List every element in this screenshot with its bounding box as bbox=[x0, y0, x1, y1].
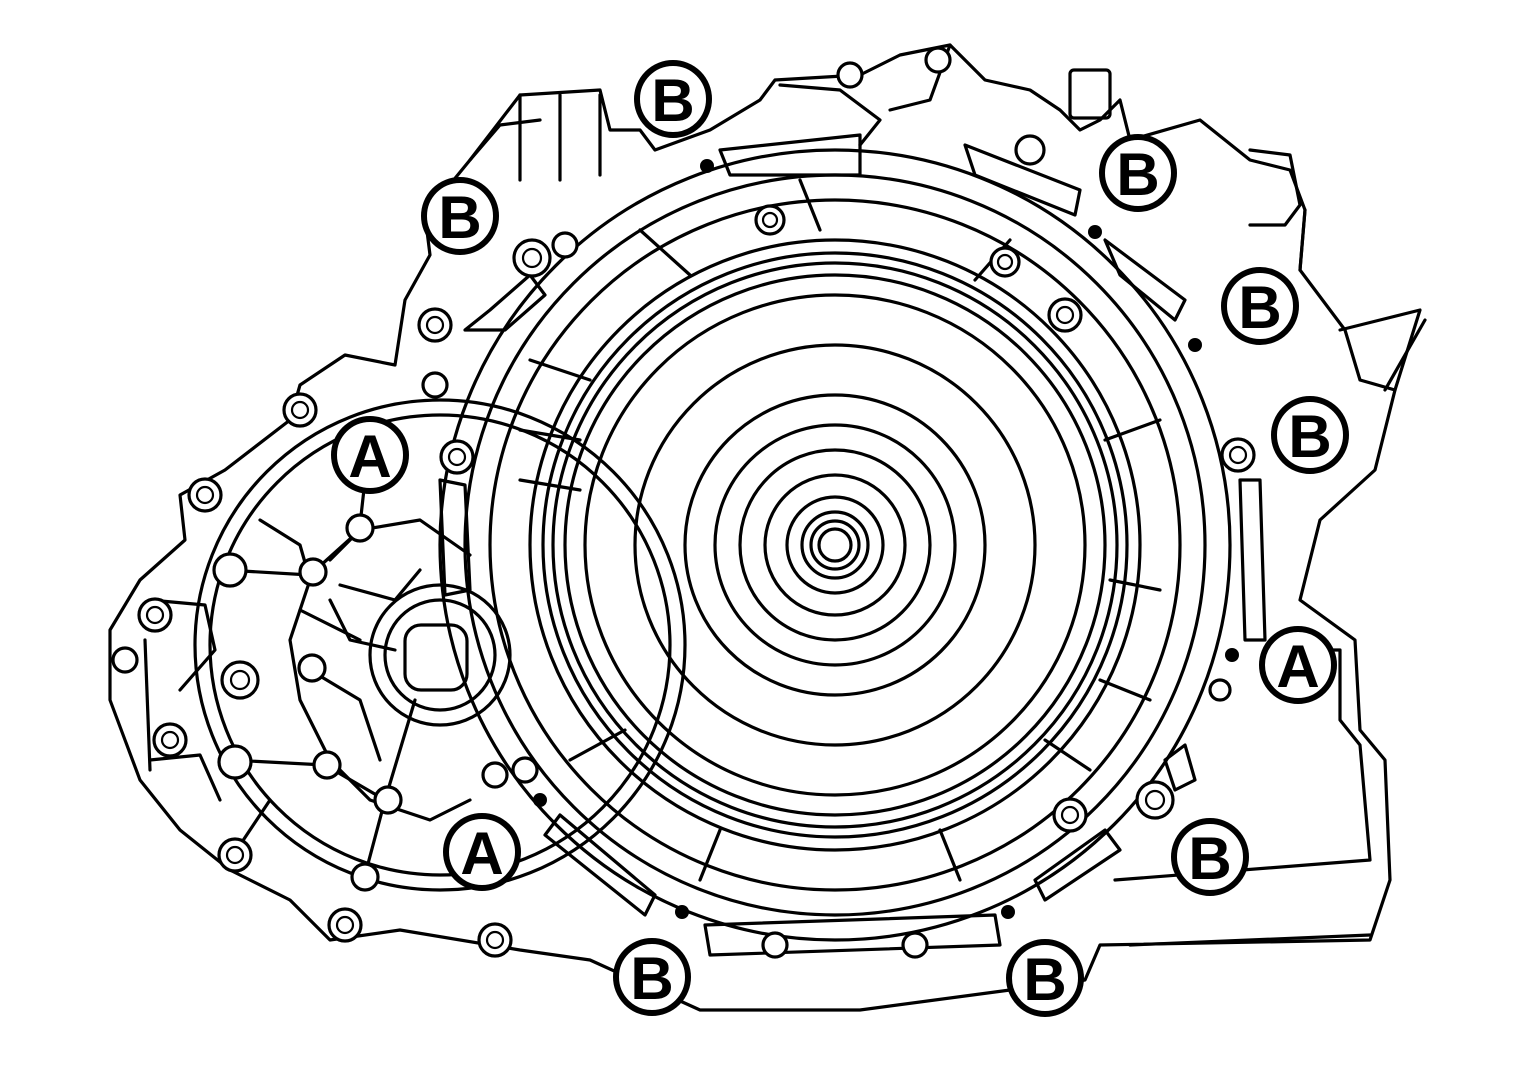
bellhousing-flange bbox=[438, 133, 1267, 957]
callout-a-left: A bbox=[331, 416, 409, 494]
callout-label: B bbox=[630, 945, 673, 1012]
callout-b-upper-left: B bbox=[421, 177, 499, 255]
cover-rib-nodes bbox=[212, 513, 403, 892]
callout-label: B bbox=[651, 67, 694, 134]
callout-b-bottom-right: B bbox=[1006, 939, 1084, 1017]
bolt-heads bbox=[439, 159, 1256, 919]
callout-label: B bbox=[1023, 946, 1066, 1013]
callout-b-right-upper: B bbox=[1221, 267, 1299, 345]
callout-b-top-center: B bbox=[634, 60, 712, 138]
callout-label: B bbox=[1238, 274, 1281, 341]
callout-b-bottom-left: B bbox=[613, 938, 691, 1016]
callout-b-lower-right: B bbox=[1171, 818, 1249, 896]
torque-converter bbox=[528, 238, 1142, 852]
callout-label: B bbox=[438, 184, 481, 251]
inner-ribs bbox=[518, 178, 1162, 882]
callout-b-upper-right: B bbox=[1099, 134, 1177, 212]
left-casting bbox=[143, 398, 687, 892]
callout-a-lower-left: A bbox=[443, 813, 521, 891]
housing-bosses bbox=[111, 46, 1232, 959]
callout-label: B bbox=[1116, 141, 1159, 208]
callout-label: A bbox=[348, 423, 391, 490]
callout-label: A bbox=[1276, 633, 1319, 700]
callout-a-right: A bbox=[1259, 626, 1337, 704]
callout-b-right-middle: B bbox=[1271, 396, 1349, 474]
callout-label: A bbox=[460, 820, 503, 887]
callout-label: B bbox=[1188, 825, 1231, 892]
callout-label: B bbox=[1288, 403, 1331, 470]
